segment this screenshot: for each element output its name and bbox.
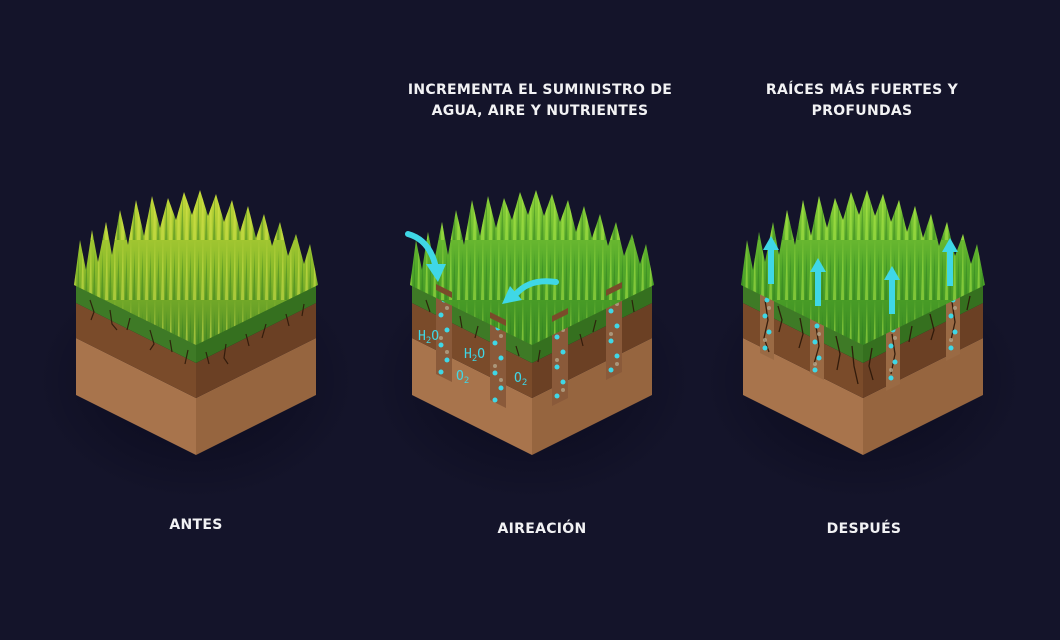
curved-arrow-head-icon xyxy=(502,286,522,304)
up-arrow-icon xyxy=(942,238,958,286)
label-antes: ANTES xyxy=(169,517,223,533)
cube-antes xyxy=(36,190,356,500)
cube-aireacion: H2O H2O O2 O2 xyxy=(372,190,692,500)
caption-line-2: AGUA, AIRE Y NUTRIENTES xyxy=(431,103,649,119)
h2o-label-2: H2O xyxy=(464,347,485,364)
up-arrow-icon xyxy=(810,258,826,306)
up-arrow-icon xyxy=(884,266,900,314)
caption-line-2: PROFUNDAS xyxy=(811,103,913,119)
cube-despues xyxy=(703,190,1023,500)
aeration-caption: INCREMENTA EL SUMINISTRO DE AGUA, AIRE Y… xyxy=(392,80,688,122)
roots xyxy=(89,299,305,365)
curved-arrow-icon xyxy=(513,278,559,297)
label-aireacion: AIREACIÓN xyxy=(497,521,587,537)
curved-arrow-head-icon xyxy=(426,264,446,282)
caption-line-1: INCREMENTA EL SUMINISTRO DE xyxy=(407,82,673,98)
deep-roots xyxy=(763,295,971,385)
after-caption: RAÍCES MÁS FUERTES Y PROFUNDAS xyxy=(742,80,982,122)
caption-line-1: RAÍCES MÁS FUERTES Y xyxy=(765,82,959,98)
h2o-label-1: H2O xyxy=(418,329,439,346)
label-despues: DESPUÉS xyxy=(826,521,902,537)
up-arrow-icon xyxy=(763,236,779,284)
curved-arrow-icon xyxy=(405,231,439,271)
